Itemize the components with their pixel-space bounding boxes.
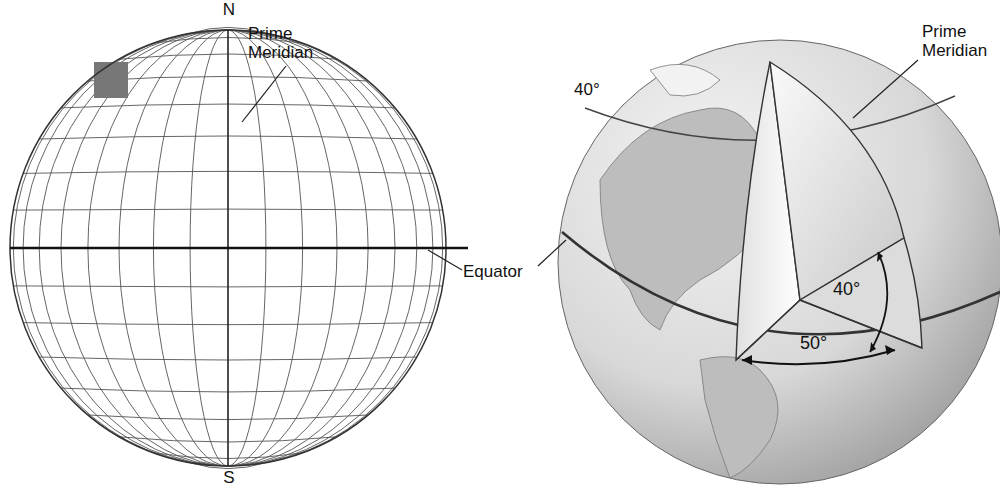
angle-arc [870,252,887,352]
wedge-face [800,238,922,348]
parallel-label: 40° [574,80,614,99]
meridian-label: Prime Meridian [922,22,996,60]
pole-label: N [219,0,239,19]
angle-label: 40° [833,280,873,299]
angle-label: 50° [800,334,840,353]
equator-label: Equator [463,262,543,281]
leader-line [853,60,918,118]
equator-line [10,247,468,250]
earth-globe [558,40,1000,484]
leader-line [538,240,566,266]
meridian-label: Prime Meridian [248,24,328,62]
arrowhead [870,252,883,352]
leader-line [428,250,462,270]
shaded-cell [94,62,128,98]
leader-line [242,66,286,122]
pole-label: S [219,468,239,487]
